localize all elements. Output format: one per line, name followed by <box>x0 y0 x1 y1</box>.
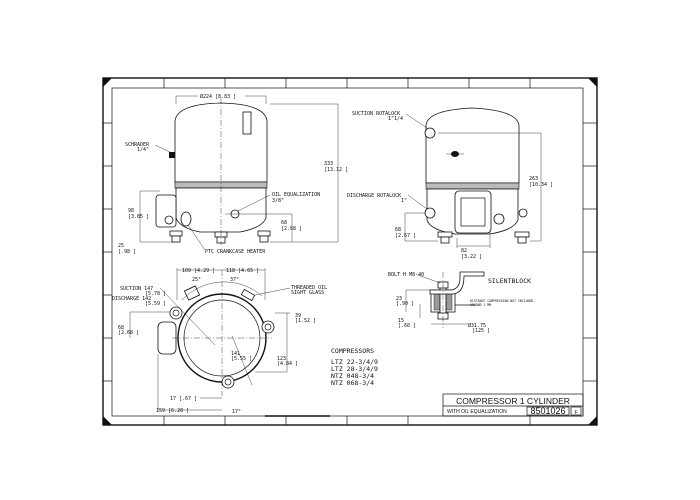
oil-equalization-label: OIL EQUALIZATION <box>272 192 320 198</box>
compressor-model: NTZ 048-3/4 <box>331 372 374 380</box>
front-view: Ø224 [8.83 ] 333 [13.12 ] SCHRADER 1/4" … <box>118 93 348 255</box>
compressor-model: NTZ 068-3/4 <box>331 379 374 387</box>
compressors-title: COMPRESSORS <box>331 347 374 355</box>
oil-height-in-label: [2.68 ] <box>281 226 302 232</box>
side-width-in-label: [3.22 ] <box>461 254 482 260</box>
top-dim-f-label: 123 <box>277 356 286 362</box>
oil-height-label: 68 <box>281 220 287 226</box>
drawing-subtitle: WITH OIL EQUALIZATION <box>447 409 507 415</box>
detail-dim-a-label: 23 <box>396 296 402 302</box>
oil-size-label: 3/8" <box>272 198 284 204</box>
detail-dim-b-label: 15 <box>398 318 404 324</box>
top-dim-c-label: 39 <box>295 313 301 319</box>
discharge-size-label: 1" <box>401 198 407 204</box>
top-discharge-in-label: [5.59 ] <box>145 301 166 307</box>
top-dim-f-in-label: [4.84 ] <box>277 361 298 367</box>
silentblock-detail: BOLT H M8-40 SILENTBLOCK DISTANCE COMPRE… <box>388 271 535 334</box>
title-block: COMPRESSOR 1 CYLINDER WITH OIL EQUALIZAT… <box>442 393 584 417</box>
side-height-label: 263 <box>529 176 538 182</box>
top-dim-g-label: 17 [.67 ] <box>170 396 197 402</box>
drawing-frame <box>102 77 598 426</box>
schrader-label: SCHRADER <box>125 142 150 148</box>
detail-dim-c-label: Ø31.75 <box>468 322 486 329</box>
top-dim-d-label: 68 <box>118 325 124 331</box>
front-height-label: 333 <box>324 161 333 167</box>
base-in-label: [.98 ] <box>118 249 136 255</box>
top-dim-d-in-label: [2.68 ] <box>118 330 139 336</box>
top-angle-a-label: 25° <box>192 277 201 283</box>
discharge-rotalock-label: DISCHARGE ROTALOCK <box>347 193 401 199</box>
detail-note-2: AROUND 1 MM <box>470 303 491 307</box>
side-view: SUCTION ROTALOCK 1"1/4 DISCHARGE ROTALOC… <box>347 107 553 260</box>
side-width-label: 82 <box>461 248 467 254</box>
bolt-label: BOLT H M8-40 <box>388 272 424 278</box>
front-diameter-label: Ø224 [8.83 ] <box>200 93 236 100</box>
front-height-in-label: [13.12 ] <box>324 167 348 173</box>
compressors-list: COMPRESSORS LTZ 22-3/4/9 LTZ 28-3/4/9 NT… <box>331 347 378 387</box>
drawing-title: COMPRESSOR 1 CYLINDER <box>456 396 570 406</box>
disc-height-label: 68 <box>395 227 401 233</box>
top-dim-c-in-label: [1.52 ] <box>295 318 316 324</box>
revision-letter: F <box>574 410 577 416</box>
top-dim-e-label: 141 <box>231 351 240 357</box>
top-angle-b-label: 37° <box>230 277 239 283</box>
drawing-number: 8501026 <box>530 406 565 416</box>
detail-dim-c-in-label: [125 ] <box>472 328 490 334</box>
top-angle-c-label: 17° <box>232 409 241 415</box>
left-height-in-label: [3.85 ] <box>128 214 149 220</box>
top-dim-e-in-label: [5.55 ] <box>231 356 252 362</box>
top-suction-in-label: [5.78 ] <box>145 291 166 297</box>
sight-glass-label-2: SIGHT GLASS <box>291 290 324 296</box>
disc-height-in-label: [2.67 ] <box>395 233 416 239</box>
detail-dim-b-in-label: [.60 ] <box>398 323 416 329</box>
top-suction-label: SUCTION 147 <box>120 286 153 292</box>
schrader-size-label: 1/4" <box>137 147 149 153</box>
detail-note: DISTANCE COMPRESSION NOT INCLUDED, <box>470 299 535 303</box>
suction-size-label: 1"1/4 <box>388 116 403 122</box>
suction-rotalock-label: SUCTION ROTALOCK <box>352 111 400 117</box>
top-dim-h-label: 159 [6.28 ] <box>156 408 189 414</box>
left-height-label: 98 <box>128 208 134 214</box>
detail-dim-a-in-label: [.90 ] <box>396 301 414 307</box>
silentblock-label: SILENTBLOCK <box>488 277 531 285</box>
compressor-model: LTZ 28-3/4/9 <box>331 365 378 373</box>
top-dim-a-label: 109 [4.29 ] <box>182 268 215 274</box>
top-view: 109 [4.29 ] 118 [4.65 ] 25° 37° SUCTION … <box>112 268 327 415</box>
sight-glass-label: THREADED OIL <box>291 285 327 291</box>
top-discharge-label: DISCHARGE 142 <box>112 296 151 302</box>
side-height-in-label: [10.34 ] <box>529 182 553 188</box>
top-dim-b-label: 118 [4.65 ] <box>226 268 259 274</box>
heater-label: PTC CRANKCASE HEATER <box>205 249 266 255</box>
compressor-model: LTZ 22-3/4/9 <box>331 358 378 366</box>
base-label: 25 <box>118 243 124 249</box>
